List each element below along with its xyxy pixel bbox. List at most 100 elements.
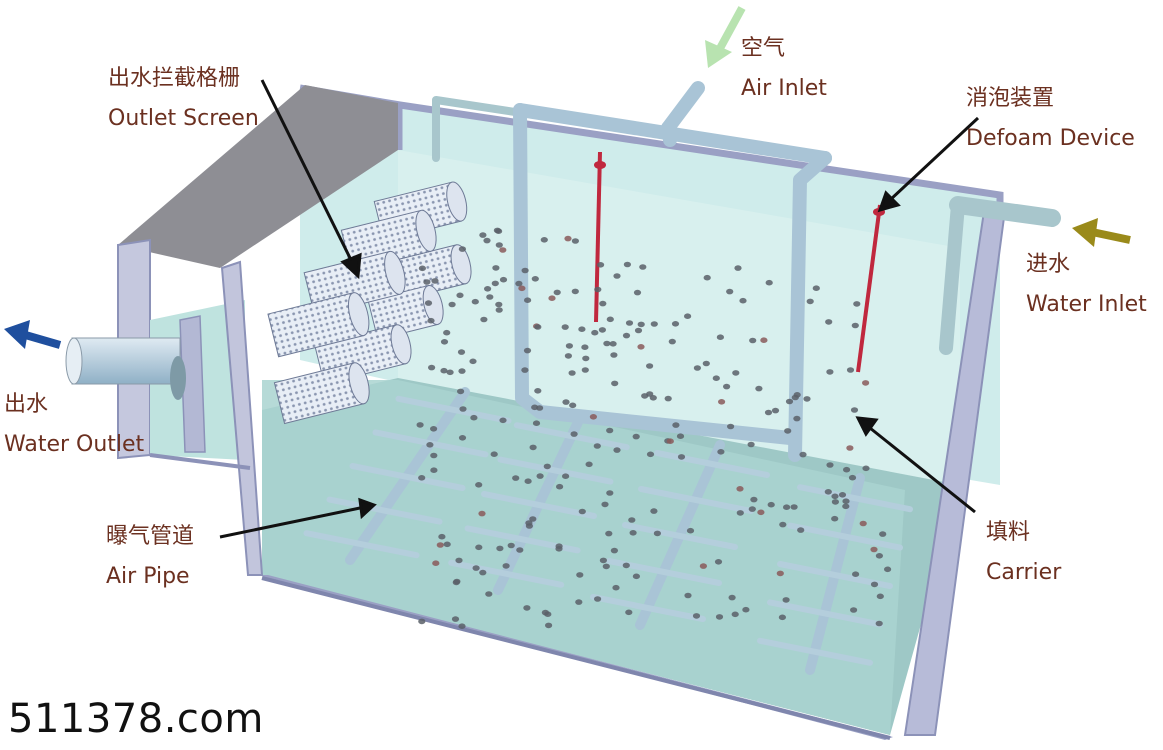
tank-bottom-edge bbox=[261, 576, 891, 740]
carrier-particle bbox=[430, 467, 438, 474]
carrier-particle bbox=[842, 503, 850, 510]
carrier-particle bbox=[718, 399, 726, 405]
carrier-particle bbox=[797, 527, 805, 533]
carrier-particle bbox=[677, 454, 686, 460]
defoam-device-label: 消泡装置 Defoam Device bbox=[966, 86, 1135, 152]
carrier-particle bbox=[571, 288, 579, 295]
carrier-particle bbox=[646, 451, 655, 458]
carrier-particle bbox=[703, 274, 711, 281]
carrier-particle bbox=[633, 289, 642, 296]
water-outlet-arrow bbox=[4, 320, 62, 349]
carrier-particle bbox=[850, 407, 859, 413]
carrier-particle bbox=[755, 385, 763, 392]
carrier-particle bbox=[457, 349, 466, 355]
air-inlet-arrow bbox=[705, 6, 746, 68]
carrier-particle bbox=[512, 475, 520, 481]
carrier-particle bbox=[634, 327, 643, 334]
carrier-particle bbox=[632, 573, 641, 580]
defoam-device-label-zh: 消泡装置 bbox=[966, 86, 1055, 111]
carrier-particle bbox=[598, 327, 607, 333]
carrier-particle bbox=[521, 267, 529, 274]
carrier-particle bbox=[714, 559, 723, 565]
carrier-particle bbox=[443, 541, 451, 548]
carrier-particle bbox=[712, 375, 720, 382]
outlet-pipe bbox=[65, 337, 186, 400]
watermark: 511378.com bbox=[8, 696, 264, 742]
carrier-particle bbox=[803, 396, 811, 402]
carrier-particle bbox=[806, 298, 814, 305]
carrier-particle bbox=[458, 246, 466, 252]
carrier-particle bbox=[529, 444, 537, 451]
carrier-particle bbox=[507, 542, 515, 549]
carrier-particle bbox=[742, 606, 750, 613]
carrier-particle bbox=[451, 616, 460, 622]
air-lateral-pipe bbox=[797, 484, 913, 513]
carrier-particle bbox=[436, 542, 444, 548]
air-pipe-label-zh: 曝气管道 bbox=[106, 524, 195, 549]
carrier-particle bbox=[562, 473, 570, 480]
carrier-particle bbox=[812, 285, 820, 292]
carrier-particle bbox=[826, 369, 834, 375]
carrier-particle bbox=[543, 463, 551, 470]
carrier-particles bbox=[416, 227, 892, 629]
carrier-particle bbox=[555, 546, 563, 552]
carrier-particle bbox=[499, 417, 507, 424]
carrier-particle bbox=[846, 445, 854, 451]
carrier-particle bbox=[431, 278, 439, 284]
carrier-particle bbox=[440, 367, 448, 374]
carrier-particle bbox=[490, 451, 498, 458]
carrier-particle bbox=[523, 605, 531, 611]
air-lateral-pipe bbox=[590, 594, 706, 622]
outlet-chamber-back bbox=[118, 85, 398, 268]
carrier-particle bbox=[529, 516, 537, 522]
carrier-particle bbox=[646, 363, 654, 369]
carrier-particle bbox=[480, 316, 488, 323]
carrier-particle bbox=[531, 276, 539, 282]
carrier-particle bbox=[591, 329, 599, 336]
carrier-particle bbox=[625, 609, 633, 616]
carrier-particle bbox=[484, 286, 492, 292]
defoam-rods bbox=[594, 151, 885, 373]
carrier-particle bbox=[846, 367, 855, 373]
carrier-particle bbox=[692, 613, 701, 619]
carrier-particle bbox=[594, 286, 602, 293]
carrier-particle bbox=[851, 322, 859, 329]
carrier-particle bbox=[747, 441, 755, 448]
carrier-particle bbox=[446, 369, 454, 376]
water-inlet-label: 进水 Water Inlet bbox=[1026, 252, 1147, 318]
air-inlet-label-en: Air Inlet bbox=[741, 76, 827, 101]
carrier-particle bbox=[676, 433, 685, 440]
carrier-particle bbox=[470, 414, 478, 421]
carrier-particle bbox=[629, 530, 637, 536]
carrier-particle bbox=[739, 297, 747, 304]
air-frame bbox=[513, 81, 832, 462]
carrier-particle bbox=[884, 566, 892, 573]
carrier-particle bbox=[622, 562, 630, 569]
carrier-particle bbox=[427, 317, 435, 324]
carrier-particle bbox=[599, 300, 607, 307]
carrier-particle bbox=[589, 414, 598, 420]
carrier-particle bbox=[731, 611, 739, 618]
outlet-screen-label-en: Outlet Screen bbox=[108, 106, 259, 131]
carrier-particle bbox=[491, 280, 499, 287]
inlet-pipe bbox=[939, 196, 1061, 355]
carrier-particle bbox=[666, 438, 674, 445]
carrier-particle bbox=[479, 232, 487, 238]
air-lateral-pipe bbox=[777, 561, 893, 589]
air-lateral-pipe bbox=[638, 486, 754, 514]
air-lateral-pipe bbox=[349, 463, 466, 491]
carrier-particle bbox=[568, 370, 576, 376]
water-outlet-label-zh: 出水 bbox=[4, 392, 49, 417]
carrier-particle bbox=[734, 265, 742, 271]
carrier-particle bbox=[565, 343, 574, 349]
carrier-particle bbox=[516, 547, 524, 553]
carrier-particle bbox=[524, 478, 532, 485]
carrier-particle bbox=[570, 431, 578, 437]
carrier-particle bbox=[495, 228, 503, 234]
carrier-particle bbox=[748, 506, 756, 512]
carrier-particle bbox=[776, 570, 784, 577]
air-lateral-pipe bbox=[497, 456, 614, 485]
carrier-particle bbox=[650, 508, 658, 514]
carrier-particle bbox=[496, 545, 504, 552]
carrier-particle bbox=[532, 420, 541, 427]
